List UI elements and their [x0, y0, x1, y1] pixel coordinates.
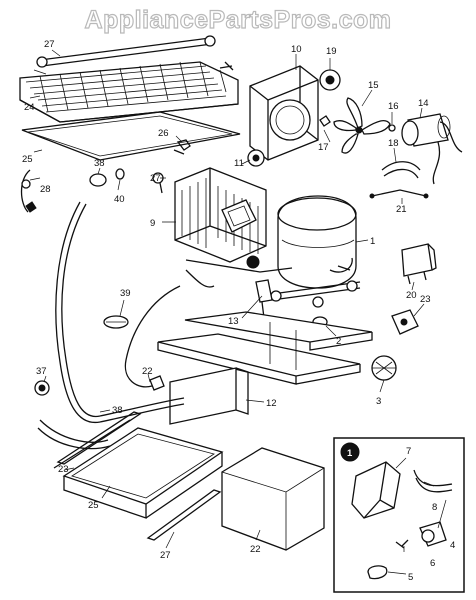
cord-24	[124, 285, 181, 391]
label-21: 21	[396, 204, 407, 215]
base-frame	[157, 311, 373, 425]
fan-blade	[333, 97, 391, 154]
label-22: 22	[250, 544, 261, 555]
clamp-38	[103, 315, 129, 329]
wire-harness	[369, 161, 429, 199]
drain-pan-25	[53, 419, 224, 519]
label-9: 9	[150, 218, 155, 229]
label-30: 26	[158, 128, 169, 139]
label-28: 24	[24, 102, 35, 113]
part-numbers: 27 24 25 28 38 40 26 27 9 10 19 11 15 16…	[22, 39, 431, 561]
fan-shroud	[249, 65, 319, 161]
inset-labels: 1 7 8 4 6 5	[347, 446, 455, 583]
fan-motor	[401, 113, 463, 185]
label-17: 17	[318, 142, 329, 153]
small-parts	[319, 115, 396, 132]
tube-bracket	[36, 35, 234, 71]
drain-pan-top	[21, 111, 241, 161]
label-16: 16	[388, 101, 399, 112]
label-18: 18	[388, 138, 399, 149]
label-39: 38	[94, 158, 105, 169]
label-36: 37	[36, 366, 47, 377]
label-14: 14	[418, 98, 429, 109]
panel-22	[221, 447, 325, 551]
relay-marker	[246, 255, 260, 269]
inset-label-5: 5	[408, 572, 413, 583]
drier-13	[185, 259, 293, 319]
clip-30	[173, 139, 191, 155]
label-13: 13	[228, 316, 239, 327]
label-37: 38	[112, 405, 123, 416]
label-31: 27	[150, 173, 161, 184]
hose-clamp-36	[34, 380, 50, 396]
label-27: 27	[160, 550, 171, 561]
inset-badge: 1	[347, 448, 353, 459]
label-35: 28	[40, 184, 51, 195]
pan-rails	[56, 411, 222, 541]
inset-label-4: 4	[450, 540, 455, 551]
label-10: 10	[291, 44, 302, 55]
label-3: 3	[376, 396, 381, 407]
overload-23	[391, 309, 419, 335]
grommet-11	[247, 149, 265, 167]
label-11: 11	[234, 158, 244, 169]
inset-label-7: 7	[406, 446, 411, 457]
label-15: 15	[368, 80, 379, 91]
label-25: 25	[88, 500, 99, 511]
label-20: 20	[406, 290, 417, 301]
inset-box	[333, 437, 465, 593]
leader-lines	[29, 49, 447, 575]
connector-35	[20, 169, 37, 213]
grommets-39-40	[89, 168, 125, 187]
condenser-coil	[19, 61, 239, 123]
label-2: 2	[336, 336, 341, 347]
label-1: 1	[370, 236, 375, 247]
label-23: 23	[420, 294, 431, 305]
label-38: 39	[120, 288, 131, 299]
drain-hose	[37, 201, 185, 450]
watermark: AppliancePartsPros.com	[84, 5, 392, 34]
label-32: 27	[44, 39, 55, 50]
compressor	[270, 195, 361, 308]
condenser-fan-3	[371, 355, 397, 381]
label-29: 25	[22, 154, 33, 165]
label-19: 19	[326, 46, 337, 57]
label-24: 22	[142, 366, 153, 377]
inset-label-8: 8	[432, 502, 437, 513]
label-40: 40	[114, 194, 125, 205]
wire-lead	[185, 269, 215, 288]
label-26: 23	[58, 464, 69, 475]
label-12: 12	[266, 398, 277, 409]
condenser-block	[174, 167, 267, 263]
inset-label-6: 6	[430, 558, 435, 569]
grommet-19	[319, 69, 341, 91]
relay-cover-20	[401, 243, 437, 285]
